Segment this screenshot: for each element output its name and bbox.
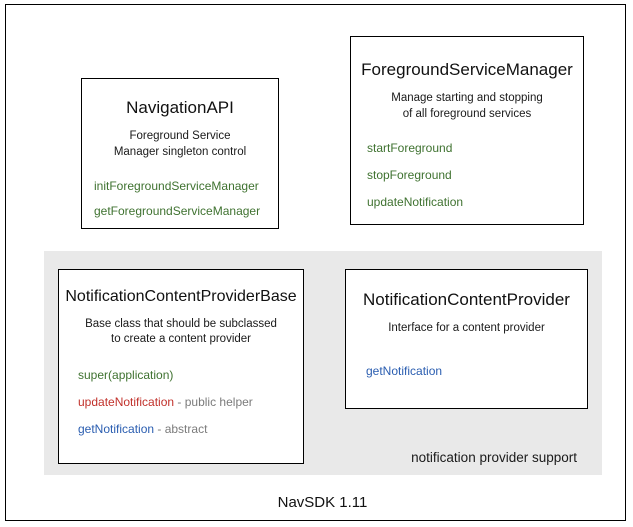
class-box-notification-content-provider[interactable]: NotificationContentProvider Interface fo…: [345, 269, 588, 409]
class-title: ForegroundServiceManager: [361, 60, 573, 79]
group-panel-caption: notification provider support: [411, 450, 577, 465]
class-member: updateNotification: [367, 195, 583, 210]
member-name: updateNotification: [78, 394, 175, 409]
member-name: getForegroundServiceManager: [94, 203, 261, 218]
class-member: stopForeground: [367, 168, 583, 183]
member-list: getNotification: [346, 364, 587, 379]
class-member: initForegroundServiceManager: [94, 179, 278, 194]
member-list: startForeground stopForeground updateNot…: [351, 141, 583, 210]
class-title: NotificationContentProvider: [363, 290, 570, 309]
member-name: initForegroundServiceManager: [94, 178, 259, 193]
member-name: getNotification: [366, 363, 443, 378]
class-member: startForeground: [367, 141, 583, 156]
class-member: getNotification - abstract: [78, 422, 303, 437]
class-member: updateNotification - public helper: [78, 395, 303, 410]
member-name: stopForeground: [367, 167, 452, 182]
class-member: getForegroundServiceManager: [94, 204, 278, 219]
class-title: NavigationAPI: [126, 98, 234, 117]
class-description: Interface for a content provider: [388, 322, 545, 335]
class-member: getNotification: [366, 364, 587, 379]
class-box-notification-content-provider-base[interactable]: NotificationContentProviderBase Base cla…: [58, 269, 304, 464]
member-name: super(application): [78, 367, 174, 382]
member-name: startForeground: [367, 140, 453, 155]
slide-frame: notification provider support Navigation…: [5, 4, 626, 521]
member-name: getNotification: [78, 421, 155, 436]
footer-version-label: NavSDK 1.11: [277, 494, 368, 511]
member-note: - public helper: [174, 394, 253, 409]
member-list: initForegroundServiceManager getForegrou…: [82, 179, 278, 219]
member-note: - abstract: [154, 421, 208, 436]
member-name: updateNotification: [367, 194, 464, 209]
class-title: NotificationContentProviderBase: [65, 288, 297, 305]
class-member: super(application): [78, 368, 303, 383]
member-list: super(application) updateNotification - …: [59, 368, 303, 437]
class-box-foreground-service-manager[interactable]: ForegroundServiceManager Manage starting…: [350, 36, 584, 225]
